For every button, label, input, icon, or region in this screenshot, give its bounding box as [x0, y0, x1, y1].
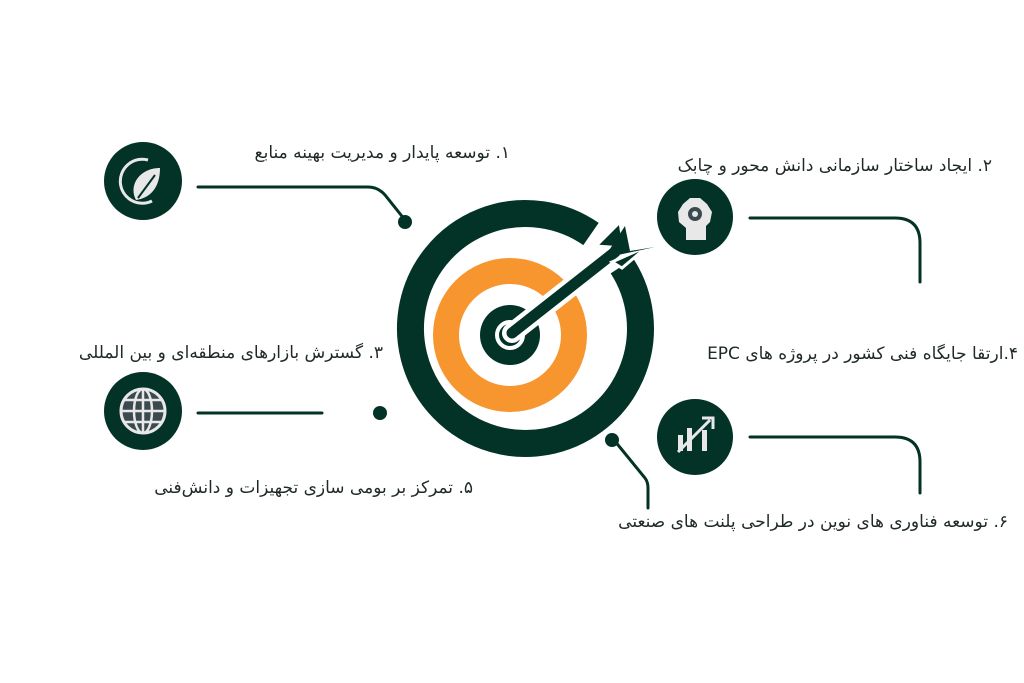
goal-label-5: ۵. تمرکز بر بومی سازی تجهیزات و دانش‌فنی [154, 478, 473, 498]
leaf-cycle-icon [104, 142, 182, 220]
connector-2 [748, 216, 922, 284]
connector-1 [196, 185, 407, 222]
connector-4 [612, 438, 650, 510]
goal-label-3: ۳. گسترش بازارهای منطقه‌ای و بین المللی [78, 343, 383, 363]
arrow-icon [502, 218, 655, 343]
goal-label-1: ۱. توسعه پایدار و مدیریت بهینه منابع [254, 143, 510, 163]
globe-icon [104, 372, 182, 450]
goal-label-2: ۲. ایجاد ساختار سازمانی دانش محور و چابک [677, 156, 992, 176]
connector-dot [373, 406, 387, 420]
connector-dot [605, 433, 619, 447]
connector-6 [748, 435, 922, 495]
goal-label-6: ۶. توسعه فناوری های نوین در طراحی پلنت ه… [618, 512, 1008, 532]
goal-label-4: ۴.ارتقا جایگاه فنی کشور در پروژه های EPC [707, 344, 1018, 364]
growth-chart-icon [657, 399, 733, 475]
connector-dot [398, 215, 412, 229]
gear-head-icon [657, 179, 733, 255]
